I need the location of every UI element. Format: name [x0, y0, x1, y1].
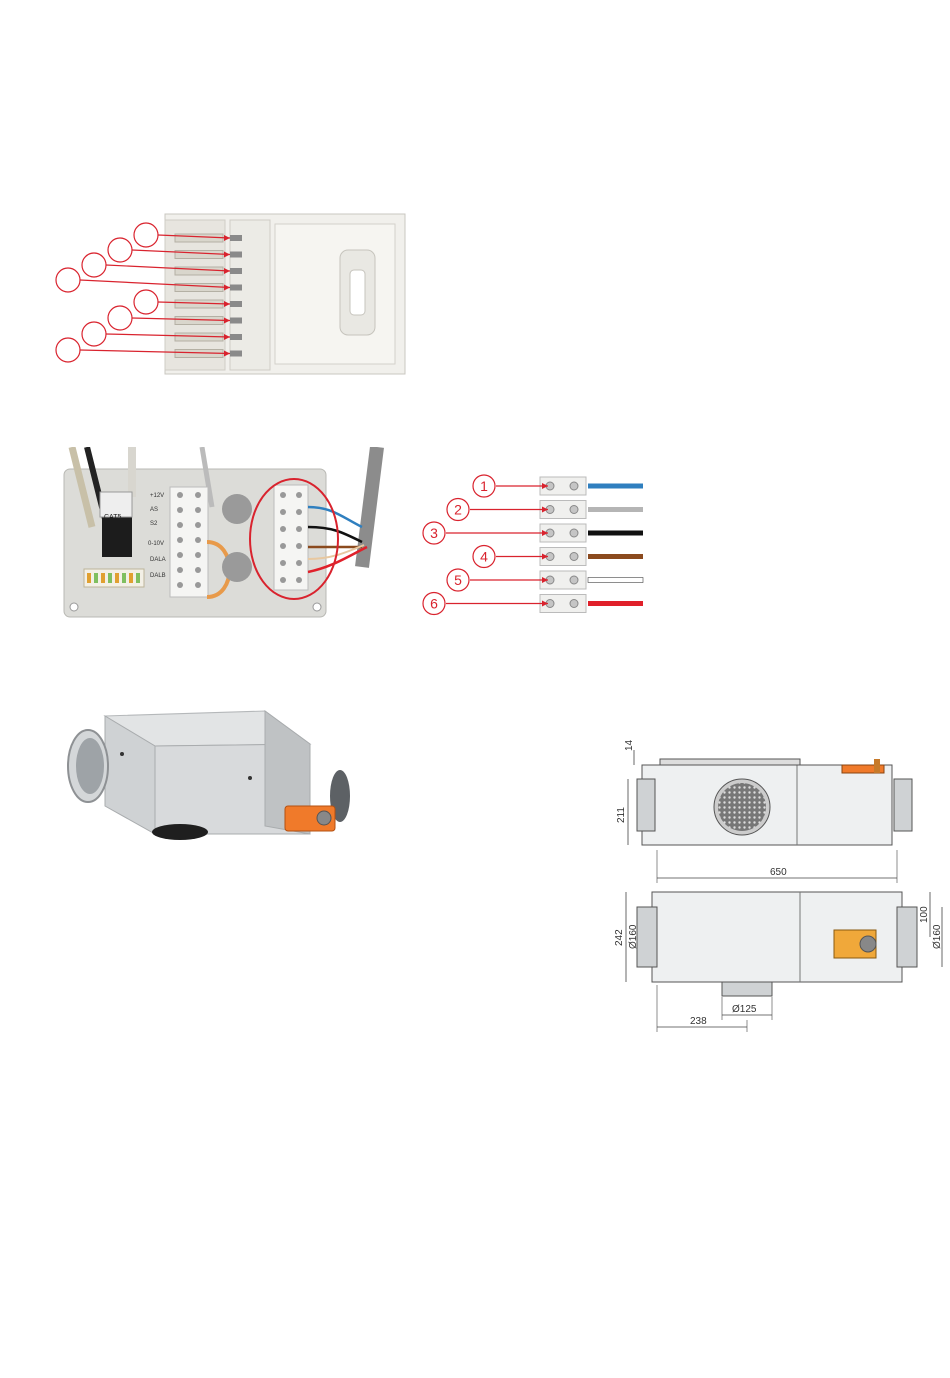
callout-circle	[82, 253, 106, 277]
terminal-1: 1	[473, 475, 643, 497]
wire	[588, 554, 643, 559]
svg-text:S2: S2	[150, 521, 158, 527]
callout-circle	[108, 306, 132, 330]
dim-length: 650	[770, 867, 787, 878]
connector-pin	[230, 301, 242, 307]
dim-left-diameter: Ø160	[628, 924, 639, 949]
callout-circle	[82, 322, 106, 346]
connector-pin	[230, 235, 242, 241]
dim-top-offset: 14	[624, 739, 635, 751]
terminal-6: 6	[423, 593, 643, 615]
dimension-drawing: 14 211 650 242 Ø160 100 Ø160 Ø125	[612, 735, 947, 1035]
wire	[588, 507, 643, 512]
control-board-photo: CAT5 +12V AS S2 0-10V DALA DALB	[62, 447, 392, 619]
connector-pin	[230, 268, 242, 274]
terminal-2: 2	[447, 499, 643, 521]
dim-right-offset: 100	[919, 906, 930, 923]
connector-pin	[230, 351, 242, 357]
dimension-bottom-view: 242 Ø160 100 Ø160 Ø125 238	[614, 892, 943, 1032]
callout-number: 4	[480, 549, 488, 565]
wire	[588, 578, 643, 583]
callout-circle	[56, 338, 80, 362]
callout-number: 5	[454, 572, 462, 588]
svg-text:+12V: +12V	[150, 493, 164, 499]
dim-right-diameter: Ø160	[932, 924, 943, 949]
callout-circle	[134, 290, 158, 314]
callout-number: 1	[480, 478, 488, 494]
svg-text:0-10V: 0-10V	[148, 541, 164, 547]
terminal-block-right	[274, 485, 308, 590]
callout-circle	[56, 268, 80, 292]
dim-top-height: 211	[616, 807, 627, 823]
cat5-label: CAT5	[104, 514, 121, 521]
connector-pin	[230, 252, 242, 258]
wire	[588, 531, 643, 536]
callout-number: 2	[454, 502, 462, 518]
terminal-strip-diagram: 1 23 4 56	[420, 468, 650, 620]
connector-pin	[230, 318, 242, 324]
terminal-5: 5	[447, 569, 643, 591]
callout-number: 3	[430, 525, 438, 541]
terminal-block-left	[170, 487, 208, 597]
connector-pin	[230, 334, 242, 340]
terminal-4: 4	[473, 546, 643, 568]
callout-circle	[108, 238, 132, 262]
dim-bottom-height: 242	[614, 929, 625, 946]
grommet-bottom	[222, 552, 252, 582]
dim-bottom-offset: 238	[690, 1016, 707, 1027]
svg-text:DALA: DALA	[150, 557, 166, 563]
rj45-socket	[102, 517, 132, 557]
callout-number: 6	[430, 596, 438, 612]
dim-bottom-diameter: Ø125	[732, 1004, 757, 1015]
svg-text:AS: AS	[150, 507, 158, 513]
svg-text:DALB: DALB	[150, 573, 166, 579]
terminal-3: 3	[423, 522, 643, 544]
connector-pin	[230, 285, 242, 291]
grommet-top	[222, 494, 252, 524]
bottom-outlet	[152, 824, 208, 840]
wire	[588, 484, 643, 489]
callout-circle	[134, 223, 158, 247]
product-photo	[60, 706, 360, 856]
dimension-top-view: 14 211 650	[616, 739, 912, 883]
connector-callout-diagram	[50, 210, 420, 380]
wire	[588, 601, 643, 606]
